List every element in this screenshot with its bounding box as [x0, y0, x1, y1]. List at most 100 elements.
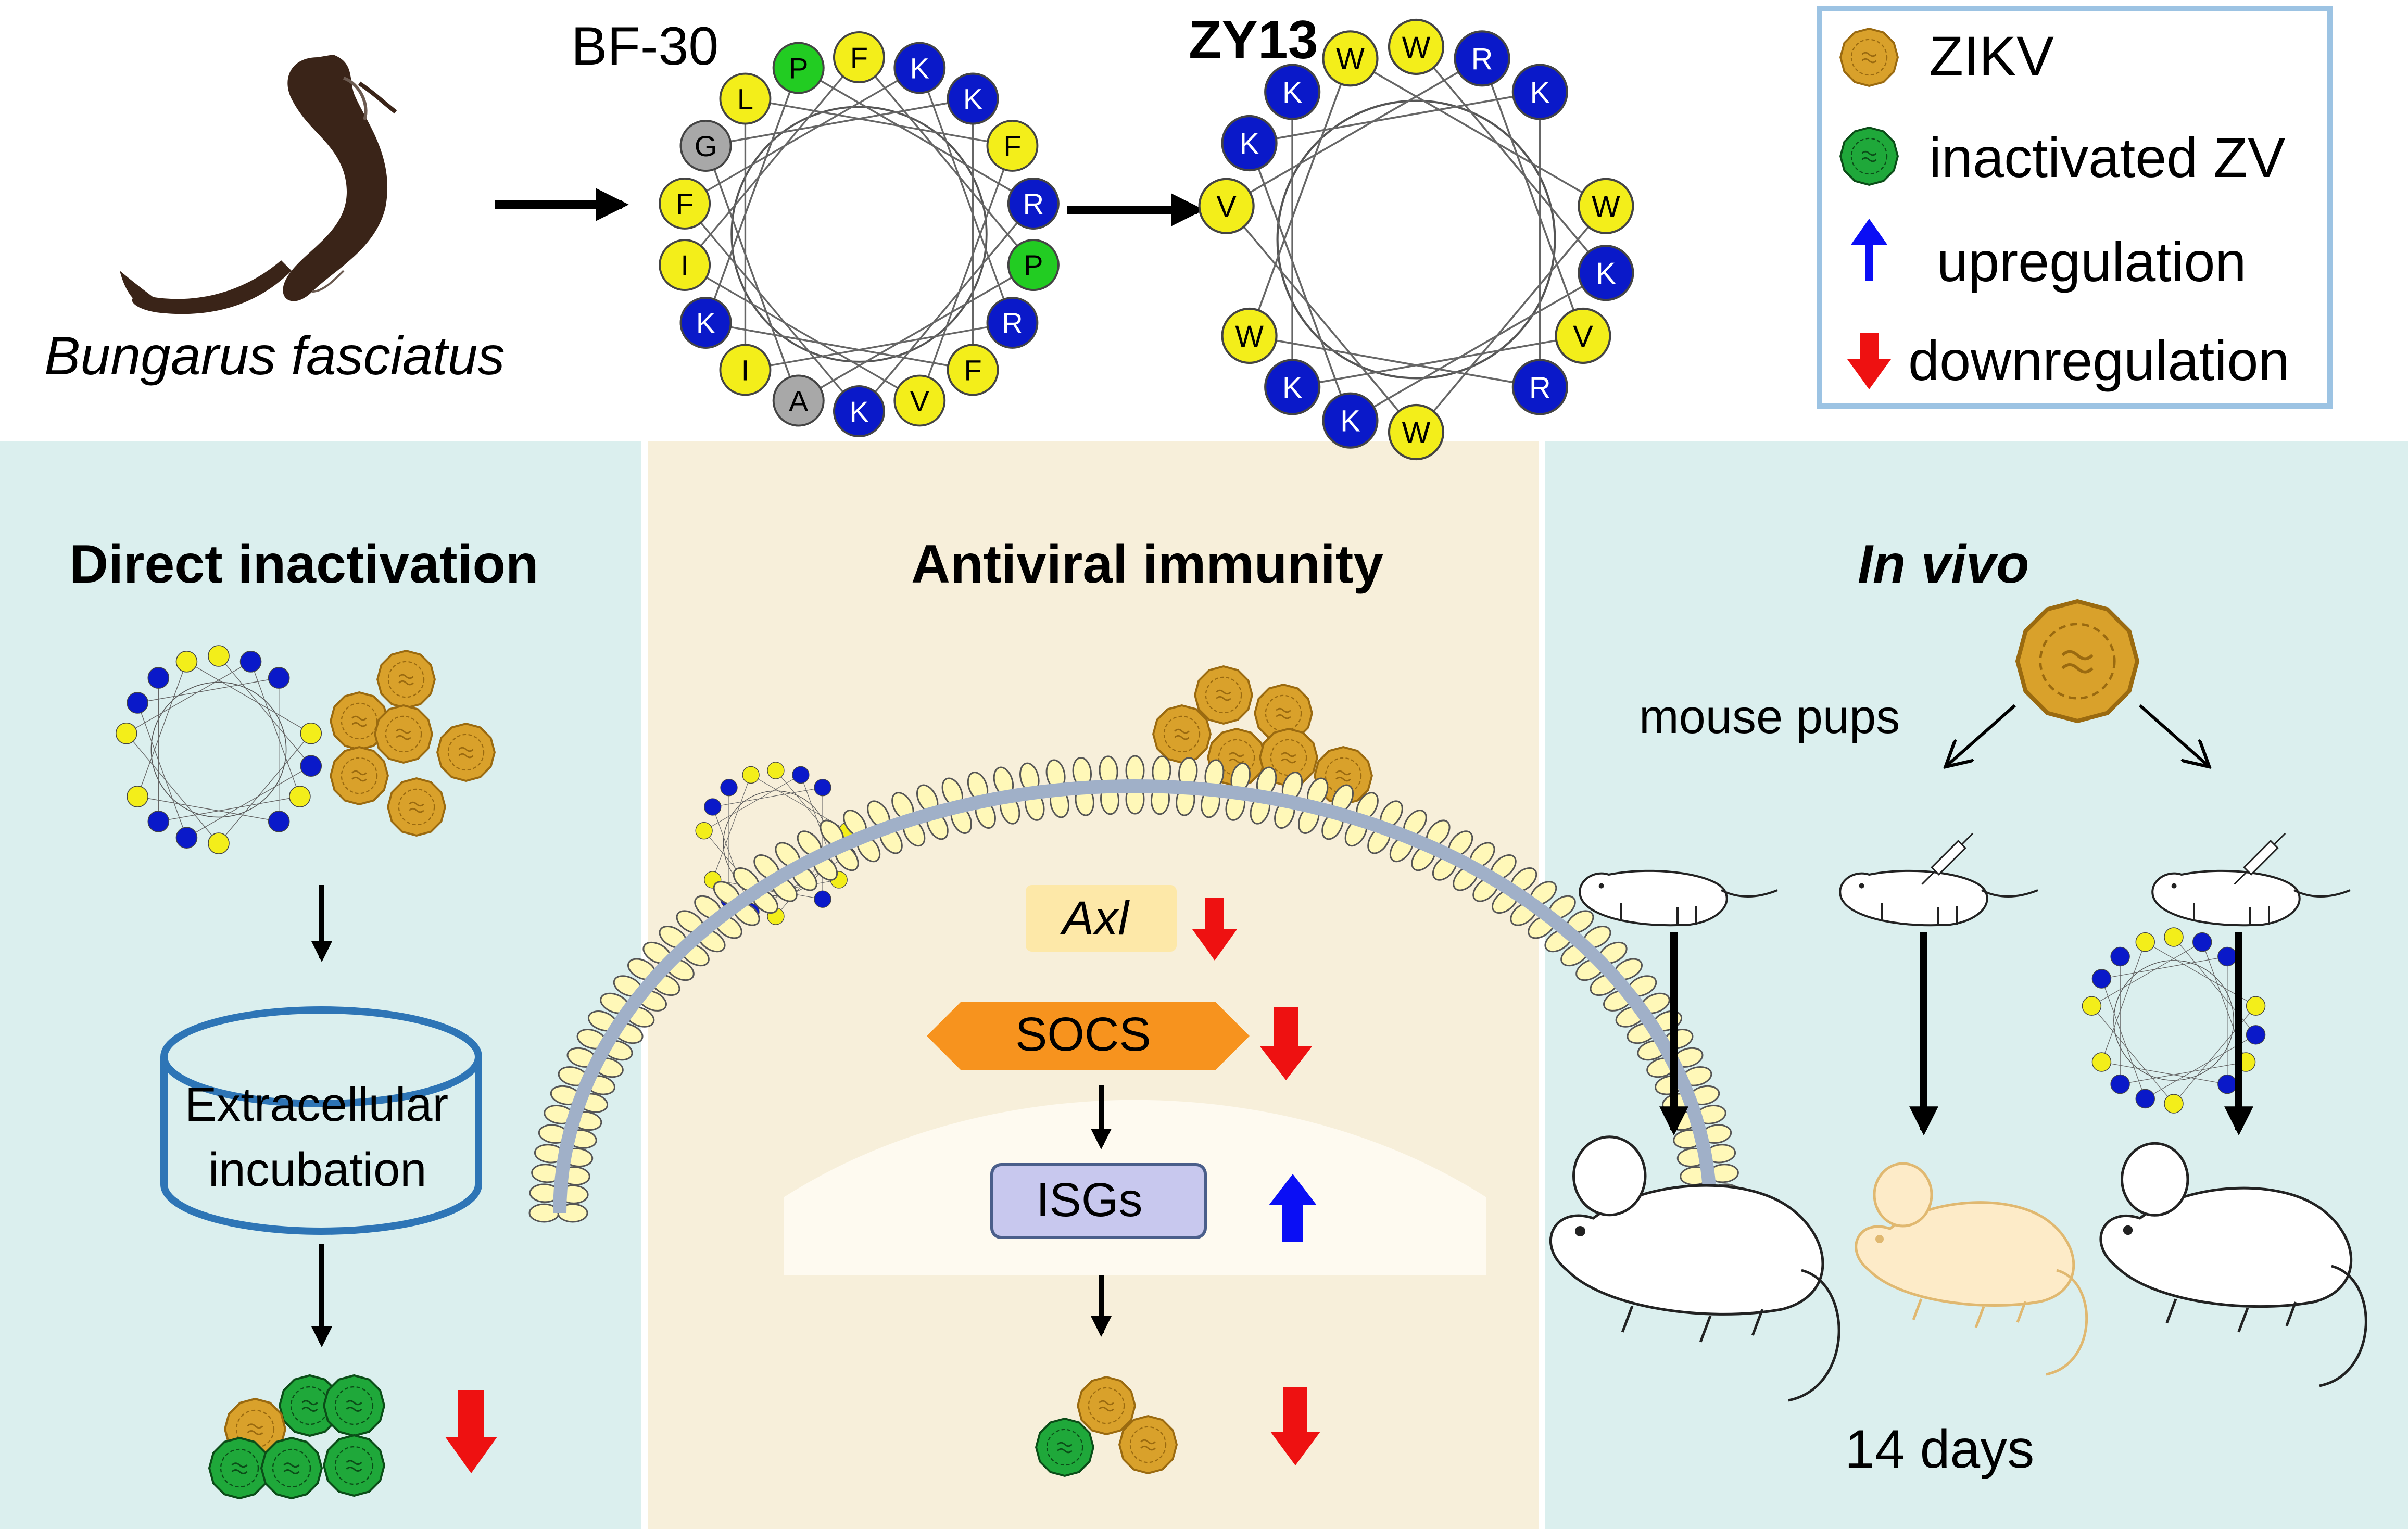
residue-label: K — [1282, 371, 1303, 405]
mouse-ear — [2121, 1142, 2189, 1217]
wheel-link — [704, 145, 800, 401]
zikv-particle-ring — [447, 734, 485, 771]
zikv-particle — [1077, 1376, 1136, 1435]
wheel-inner-circle — [730, 106, 988, 363]
residue-label: R — [1023, 187, 1044, 220]
residue-K — [833, 385, 885, 437]
bf30-label: BF-30 — [571, 16, 719, 77]
mouse-leg — [1751, 1309, 1764, 1336]
residue-label: A — [789, 385, 809, 418]
antiviral-immunity-title: Antiviral immunity — [911, 534, 1384, 595]
pup-body — [1839, 869, 1988, 927]
residue-F — [833, 31, 885, 83]
zikv-particle-rna — [247, 1423, 263, 1435]
residue-label: K — [849, 395, 868, 428]
legend-up-arrow-icon — [1851, 219, 1887, 281]
pup-tail — [1981, 889, 2038, 898]
legend-zikv-label: ZIKV — [1929, 24, 2054, 87]
wheel-link — [137, 677, 279, 703]
residue-label: W — [1592, 190, 1620, 224]
zikv-particle-rna — [1216, 689, 1231, 701]
residue-G — [679, 120, 732, 172]
residue-W — [2135, 932, 2155, 952]
residue-I — [719, 344, 772, 396]
mouse-body — [1855, 1201, 2075, 1307]
axl-down-arrow-icon — [1192, 898, 1237, 961]
residue-label: F — [964, 354, 981, 387]
zikv-particle-ring — [2039, 623, 2116, 700]
residue-label: W — [1336, 42, 1365, 76]
syringe-icon — [2234, 832, 2286, 885]
legend-inactivated-icon — [1839, 127, 1899, 186]
zikv-particle-rna — [351, 715, 367, 727]
socs-label: SOCS — [1015, 1008, 1151, 1061]
residue-label: L — [737, 83, 753, 116]
residue-R — [1511, 359, 1568, 415]
zikv-particle — [1314, 746, 1373, 805]
zikv-particle-rna — [398, 674, 414, 686]
inactivated-particle — [260, 1436, 323, 1500]
residue-F — [659, 178, 711, 230]
residue-R — [792, 766, 810, 784]
residue-W — [1221, 307, 1278, 364]
inactivated-particle-body — [322, 1374, 386, 1437]
wheel-link — [2120, 1062, 2246, 1085]
residue-R — [239, 651, 262, 673]
residue-L — [719, 72, 772, 125]
residue-V — [1198, 178, 1255, 234]
residue-W — [208, 645, 230, 667]
zikv-particle-ring — [1088, 1387, 1125, 1424]
panel-in-vivo — [1545, 441, 2408, 1529]
middle-result-cluster-icon — [1035, 1376, 1178, 1477]
inactivated-particle-body — [260, 1436, 323, 1500]
wheel-link — [1481, 58, 1584, 336]
residue-V — [1555, 307, 1611, 364]
residue-K — [1264, 64, 1321, 120]
left-down-arrow-icon — [445, 1390, 497, 1473]
residue-label: G — [695, 130, 717, 162]
container-line1: Extracellular — [185, 1078, 449, 1131]
zikv-particle-body — [1839, 28, 1899, 87]
in-vivo-title: In vivo — [1858, 534, 2029, 595]
zikv-particle-ring — [341, 757, 378, 794]
zikv-particle — [1254, 684, 1313, 743]
inactivated-particle-ring — [220, 1448, 259, 1488]
residue-R — [986, 297, 1039, 349]
wheel-link — [2101, 942, 2146, 1063]
zikv-particle — [2015, 599, 2140, 724]
residue-K — [147, 811, 170, 832]
residue-P — [1007, 239, 1060, 291]
mouse-leg — [2016, 1301, 2027, 1323]
syringe-needle — [2234, 870, 2249, 885]
pup-body — [1579, 869, 1728, 927]
mouse-pups-label: mouse pups — [1639, 690, 1900, 743]
residue-label: P — [1024, 249, 1043, 282]
wheel-link — [745, 97, 1013, 147]
zikv-particle-rna — [2061, 650, 2094, 674]
residue-K — [2217, 946, 2237, 967]
inactivated-particle-ring — [272, 1448, 311, 1488]
mouse-tail — [1788, 1269, 1840, 1402]
wheel-link — [1415, 46, 1607, 274]
inactivated-particle-rna — [283, 1462, 300, 1474]
wheel-inner-circle — [1276, 99, 1556, 380]
zikv-particle-body — [1118, 1415, 1178, 1474]
wheel-link — [1248, 58, 1352, 336]
residue-label: V — [1216, 190, 1237, 224]
residue-W — [1388, 403, 1445, 461]
wheel-link — [1226, 57, 1483, 207]
zikv-particle — [330, 746, 389, 805]
legend-inactivated-label: inactivated ZV — [1929, 126, 2286, 189]
inactivated-particle-ring — [1850, 137, 1888, 175]
wheel-link — [1249, 91, 1541, 144]
isgs-box — [990, 1163, 1207, 1239]
right-zikv-icon — [2015, 599, 2140, 724]
mouse-ear — [1572, 1135, 1647, 1217]
residue-label: K — [1596, 257, 1616, 290]
inactivated-particle-body — [208, 1436, 271, 1500]
inactivated-particle-rna — [1057, 1442, 1073, 1454]
pup-eye — [1859, 883, 1864, 889]
left-zikv-cluster-icon — [330, 650, 496, 837]
syringe-barrel — [1931, 840, 1966, 876]
